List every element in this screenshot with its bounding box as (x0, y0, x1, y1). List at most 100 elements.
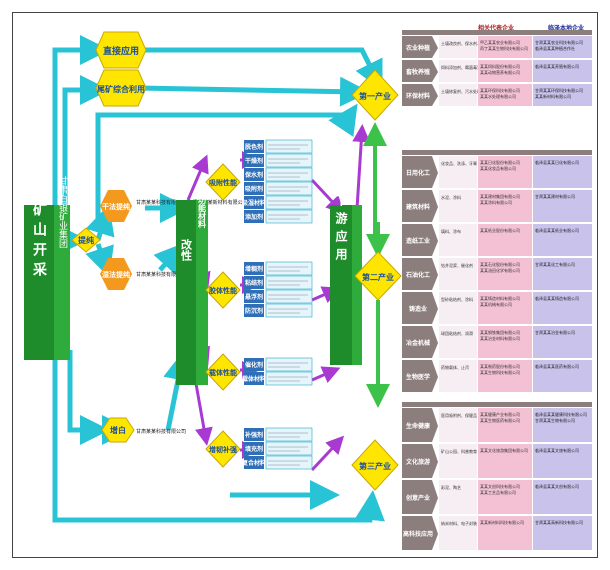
table-block-bar (402, 150, 592, 155)
table-c2-line: 临泽县某某养殖有限公司 (535, 63, 579, 69)
functional-block (196, 200, 208, 385)
group-item-box (244, 154, 264, 167)
white-companies: 甘肃某某科技有限公司 (136, 428, 186, 435)
table-c2-cell (533, 224, 592, 256)
table-c2-cell (533, 36, 592, 58)
table-c2-line: 临泽县某某医药有限公司 (535, 363, 579, 369)
svg-text:第三产业: 第三产业 (359, 461, 391, 471)
group-item-label: 增稠剂 (245, 265, 263, 273)
table-sector-tag (402, 36, 438, 58)
table-sector-tag (402, 516, 438, 550)
table-c2-cell (533, 84, 592, 106)
table-c2-cell (533, 60, 592, 82)
group-item-label: 复合材料 (241, 459, 266, 467)
table-sector: 生命健康 (406, 422, 431, 430)
mine-development-title: 绿色矿山开采 (31, 161, 48, 282)
modify-block (176, 200, 196, 385)
table-products-cell (439, 408, 477, 442)
group-item-box (244, 456, 264, 469)
group-diamond (205, 353, 241, 391)
table-c1-line: 某某环保科技有限公司 (480, 87, 520, 93)
downstream-label: 下游应用 (334, 194, 348, 266)
green-arrows (363, 122, 390, 408)
table-c1-cell (478, 516, 532, 550)
table-sector: 创意产业 (405, 494, 430, 502)
table-products-cell (439, 156, 477, 188)
table-c1-cell (478, 326, 532, 358)
table-c1-cell (478, 60, 532, 82)
table-products-cell (439, 84, 477, 106)
table-c2-cell (533, 292, 592, 324)
table-c2-cell (533, 480, 592, 514)
table-c2-line: 临泽县某某日化有限公司 (535, 159, 579, 165)
table-sector-tag (402, 292, 438, 324)
table-row: 文化旅游矿山公园、科普教育某某文化旅游集团有限公司临泽县某某文旅有限公司 (402, 444, 592, 478)
table-row: 环保材料土壤修复剂、污水处理剂某某环保科技有限公司某某水处理有限公司甘肃某某环保… (402, 84, 592, 106)
group-item-box (244, 262, 264, 275)
table-c2-cell (533, 258, 592, 290)
table-sector: 造纸工业 (406, 237, 430, 245)
table-sector-tag (402, 84, 438, 106)
table-c2-line: 临泽县某某种植合作社 (535, 45, 575, 51)
industry-tertiary: 第三产业 (351, 439, 399, 491)
table-block-bar (402, 402, 592, 407)
table-products-cell (439, 326, 477, 358)
table-sector-tag (402, 60, 438, 82)
node-wet-extract: 湿法提纯 (100, 258, 132, 290)
table-products: 填料、涂布 (441, 228, 461, 234)
mine-development-block (24, 205, 54, 360)
table-block-bar (402, 30, 592, 35)
table-c1-cell (478, 224, 532, 256)
group-item-label: 保水剂 (244, 171, 263, 179)
table-row: 高科技应用纳米材料、电子封装某某新材料科技有限公司甘肃某某高新科技有限公司 (402, 516, 592, 550)
group-diamond (205, 271, 241, 309)
table-products: 医用吸附剂、保健品 (441, 412, 477, 418)
svg-text:增白: 增白 (110, 425, 126, 435)
table-c1-line: 丙丁某某生物科技有限公司 (480, 45, 528, 51)
table-c2-line: 甘肃某某冶金有限公司 (535, 329, 575, 335)
group-item-box (244, 210, 264, 223)
table-sector-tag (402, 190, 438, 222)
table-c1-line: 某某油田化学有限公司 (480, 267, 520, 273)
table-products-cell (439, 480, 477, 514)
group-item-box (244, 140, 264, 153)
node-whiten: 增白 (101, 417, 135, 443)
table-sector: 石油化工 (405, 271, 430, 279)
table-products-cell (439, 258, 477, 290)
table-c1-line: 某某纸业股份有限公司 (480, 227, 520, 233)
group-item-label: 载体材料 (242, 375, 266, 383)
svg-text:湿法提纯: 湿法提纯 (102, 270, 130, 279)
table-c1-line: 某某涂料有限公司 (480, 199, 512, 205)
group-item-label: 防沉剂 (245, 307, 263, 315)
node-dry-extract: 干法提纯 (100, 190, 132, 222)
table-c1-cell (478, 360, 532, 392)
svg-text:尾矿综合利用: 尾矿综合利用 (96, 84, 145, 94)
table-products: 纳米材料、电子封装 (441, 520, 477, 526)
table-c1-line: 某某健康产业有限公司 (480, 411, 520, 417)
group-item-label: 悬浮剂 (244, 293, 263, 301)
table-sector: 高科技应用 (403, 530, 433, 538)
table-products-cell (439, 444, 477, 478)
table-sector-tag (402, 224, 438, 256)
group-item-detail (265, 153, 313, 168)
table-c1-line: 某某文化旅游集团有限公司 (480, 447, 528, 453)
table-products-cell (439, 190, 477, 222)
table-sector: 建筑材料 (406, 203, 430, 211)
group-item-detail (265, 455, 313, 470)
table-header-col2: 临泽本地企业 (548, 24, 584, 32)
table-c1-line: 某某水处理有限公司 (480, 93, 516, 99)
downstream-side (352, 205, 362, 365)
group-item-box (244, 182, 264, 195)
table-products: 球团粘结剂、润滑 (441, 330, 473, 336)
table-c1-line: 某某石化股份有限公司 (480, 261, 520, 267)
table-c2-line: 临泽县某某铸造有限公司 (535, 295, 579, 301)
table-products: 土壤修复剂、污水处理剂 (441, 88, 485, 94)
table-c1-cell (478, 190, 532, 222)
group-item-label: 填充剂 (245, 445, 263, 453)
table-c1-cell (478, 444, 532, 478)
table-header-col1: 相关代表企业 (478, 24, 514, 32)
table-row: 创意产业彩泥、陶艺某某文创科技有限公司某某工艺品有限公司临泽县某某文创有限公司 (402, 480, 592, 514)
table-sector-tag (402, 156, 438, 188)
table-products-cell (439, 36, 477, 58)
node-tailings-use: 尾矿综合利用 (95, 69, 147, 107)
